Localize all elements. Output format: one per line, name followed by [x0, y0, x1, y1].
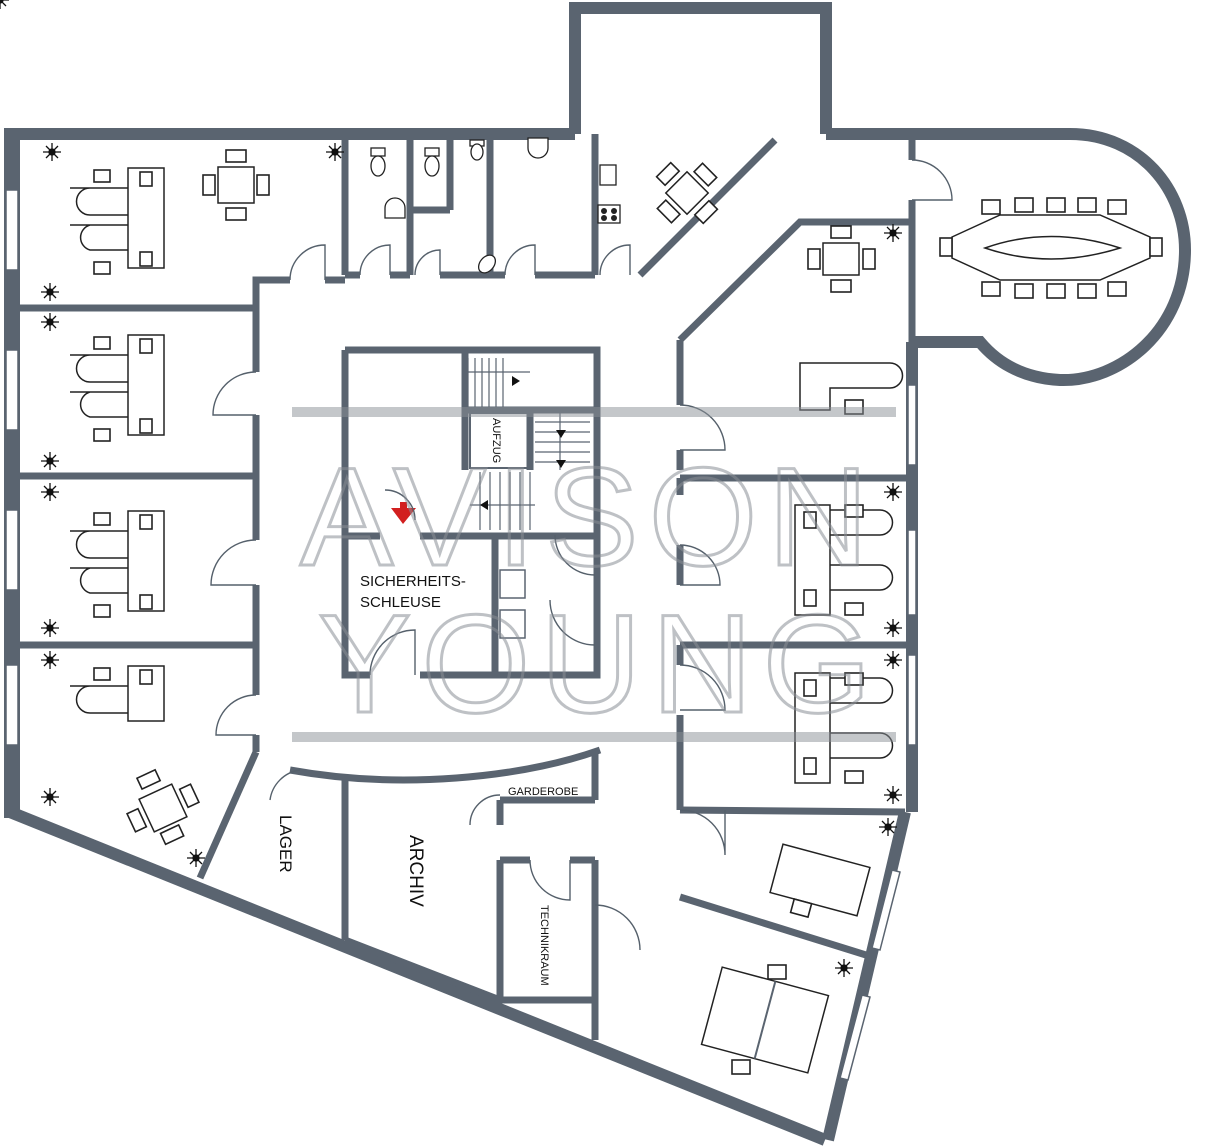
desk-cluster-right — [794, 362, 904, 784]
sink-icon — [384, 137, 617, 274]
table-with-chairs — [807, 225, 876, 293]
conference-table — [939, 197, 1163, 299]
toilet-icon — [370, 139, 485, 177]
label-lager: LAGER — [276, 815, 295, 873]
label-sicherheitsschleuse-2: SCHLEUSE — [360, 594, 441, 611]
table-with-chairs — [125, 768, 201, 846]
interior-walls — [12, 134, 916, 1040]
door-swings — [210, 159, 953, 951]
plant-icon — [0, 0, 903, 978]
desk-angled — [700, 843, 871, 1075]
desk-cluster-left — [70, 167, 165, 722]
stove-icon — [597, 204, 621, 224]
label-archiv: ARCHIV — [405, 835, 426, 907]
table-with-chairs — [202, 149, 270, 221]
watermark: AVISON YOUNG — [292, 407, 896, 744]
outer-walls — [4, 2, 1192, 1146]
table-with-chairs — [655, 161, 719, 225]
watermark-line1: AVISON — [300, 438, 879, 595]
fire-exit-icon — [384, 489, 416, 524]
core-details — [467, 358, 590, 639]
label-aufzug: AUFZUG — [490, 418, 502, 463]
arrow-icon — [480, 376, 566, 510]
watermark-line2: YOUNG — [318, 585, 881, 742]
label-sicherheitsschleuse-1: SICHERHEITS- — [360, 573, 466, 590]
label-technikraum: TECHNIKRAUM — [538, 905, 550, 986]
label-garderobe: GARDEROBE — [508, 786, 578, 798]
room-labels: AUFZUG SICHERHEITS- SCHLEUSE LAGER ARCHI… — [276, 418, 578, 986]
